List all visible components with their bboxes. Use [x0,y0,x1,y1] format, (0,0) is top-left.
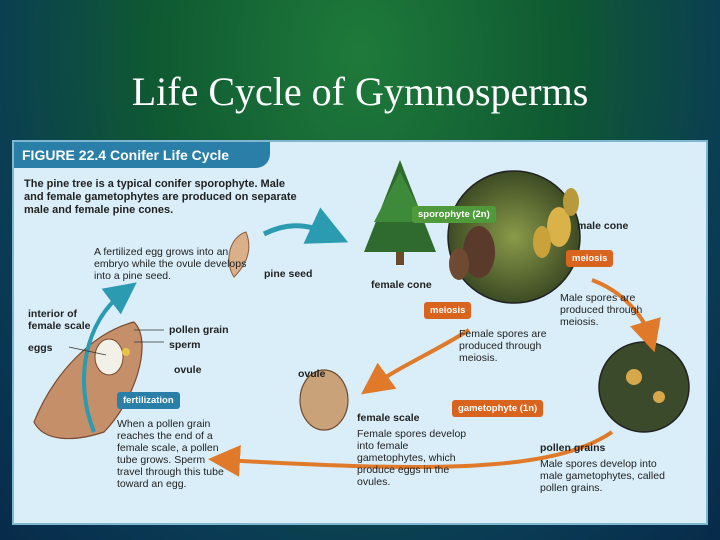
female-spores-text: Female spores are produced through meios… [459,328,547,364]
male-cone-label: male cone [577,220,629,232]
figure-panel: FIGURE 22.4 Conifer Life Cycle [12,140,708,525]
pollen-grains-text: Male spores develop into male gametophyt… [540,458,665,494]
fertilization-tag: fertilization [117,392,180,409]
meiosis-top-tag: meiosis [566,250,614,267]
fertilization-text: When a pollen grain reaches the end of a… [117,418,224,490]
ovule-label-center: ovule [298,368,326,380]
arrow-pollen-to-fertilization [208,430,614,477]
life-cycle-illustration [33,160,690,477]
ovule-icon [299,369,349,431]
fertilized-egg-text: A fertilized egg grows into an embryo wh… [94,246,247,282]
female-scale-label: female scale [357,412,420,424]
pine-seed-label: pine seed [264,268,313,280]
figure-number: FIGURE 22.4 [22,147,107,163]
interior-scale-label: interior of female scale [28,308,91,332]
male-spores-text: Male spores are produced through meiosis… [560,292,643,328]
sperm-label: sperm [169,339,201,351]
cone-photo [447,170,581,304]
gametophyte-tag: gametophyte (1n) [452,400,544,417]
intro-text: The pine tree is a typical conifer sporo… [24,178,297,216]
arrow-seed-to-tree [262,207,349,244]
arrow-malecone-to-pollen [591,278,661,353]
arrow-fertilization-to-seed [82,282,137,433]
pine-seed-icon [228,231,250,278]
eggs-label: eggs [28,342,53,354]
arrow-femalecone-to-ovule [361,328,471,395]
female-scale-icon [33,321,143,440]
pollen-photo [598,341,690,433]
slide-title: Life Cycle of Gymnosperms [131,69,589,114]
pollen-grain-label: pollen grain [169,324,229,336]
pollen-grains-label: pollen grains [540,442,606,454]
meiosis-mid-tag: meiosis [424,302,472,319]
figure-header [14,142,270,168]
ovule-label-left: ovule [174,364,202,376]
sporophyte-tag: sporophyte (2n) [412,206,496,223]
figure-name: Conifer Life Cycle [110,147,230,163]
female-cone-label: female cone [371,279,432,291]
female-scale-text: Female spores develop into female gameto… [357,428,467,488]
